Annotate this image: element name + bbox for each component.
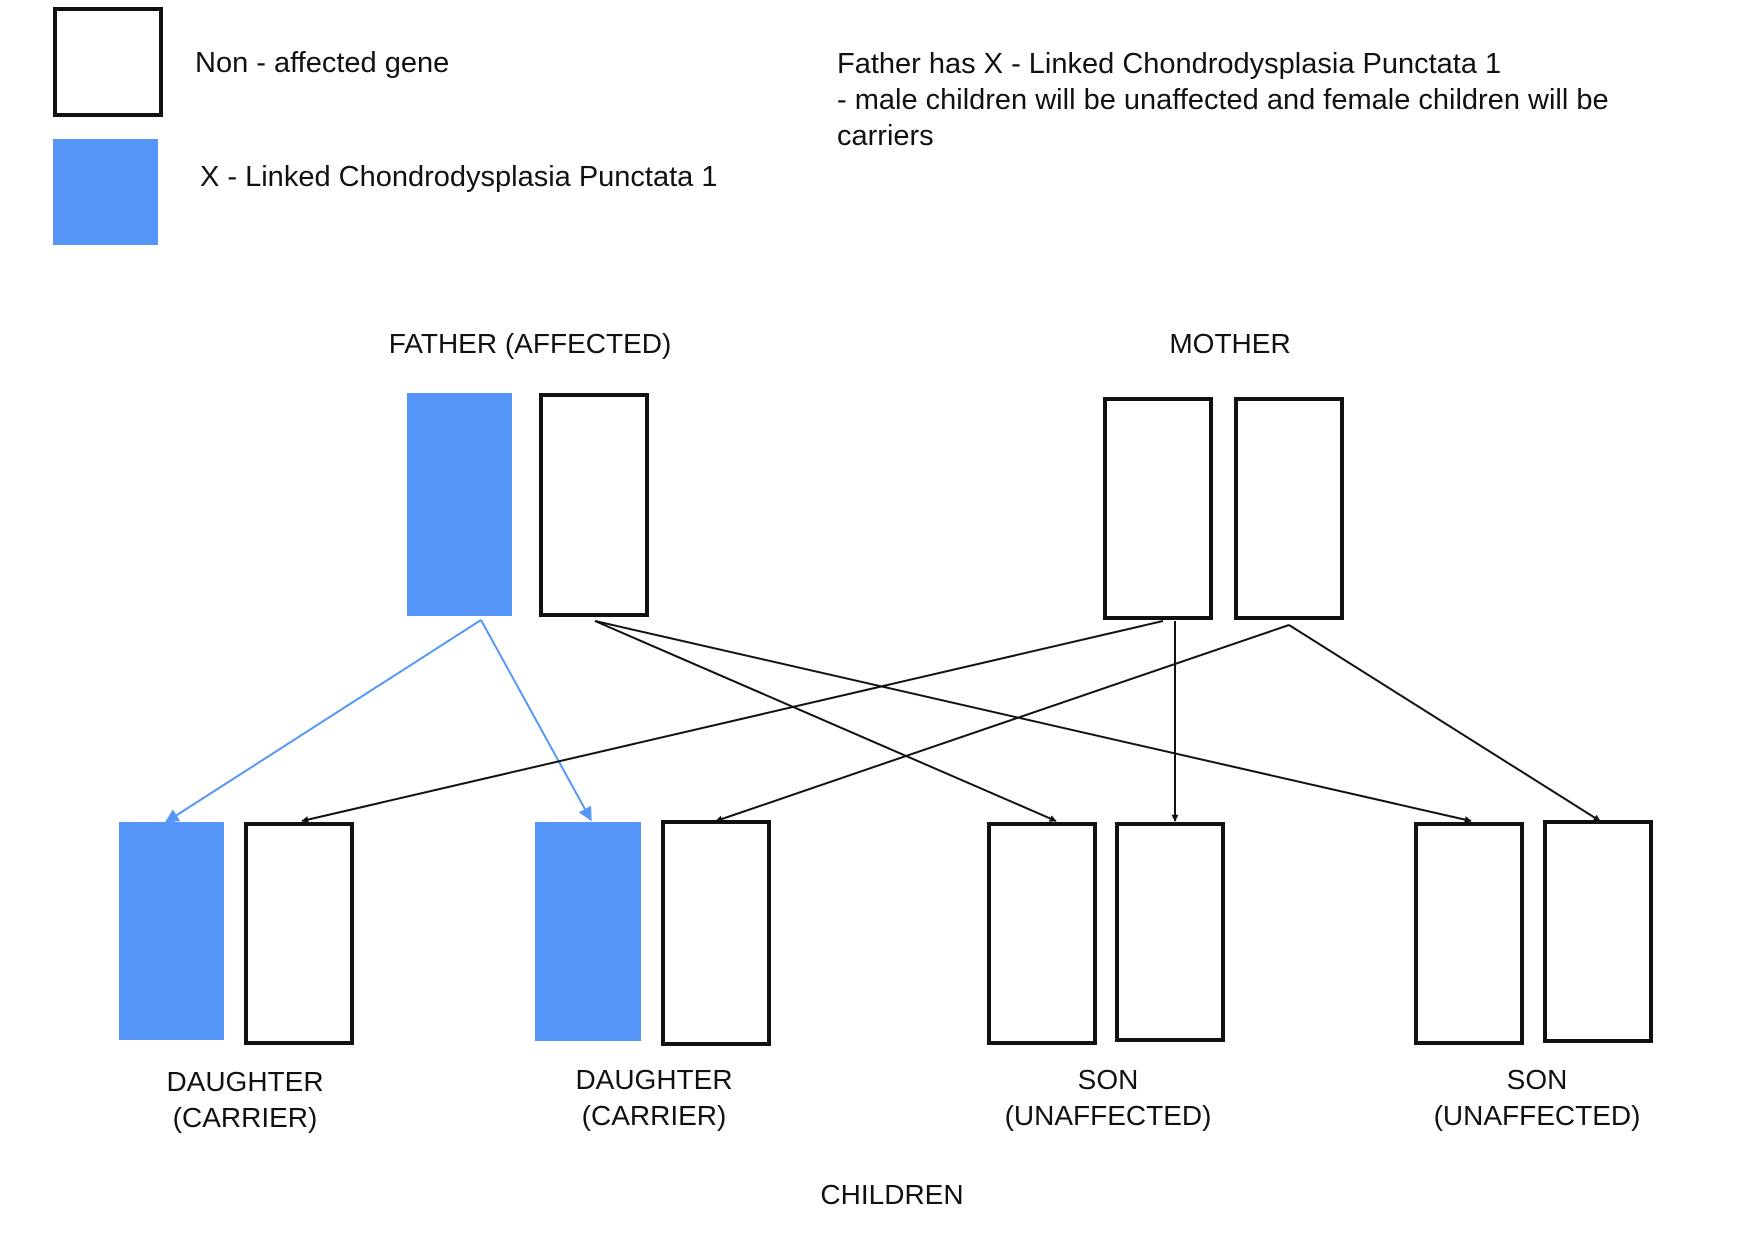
child-3-status: (UNAFFECTED) — [1004, 1100, 1212, 1131]
son-1-chromosome-1 — [987, 822, 1097, 1045]
arrow-father-y-to-son-2 — [594, 620, 1472, 824]
mother-x-chromosome-1 — [1103, 397, 1213, 620]
legend-normal-swatch — [53, 7, 163, 117]
daughter-1-chromosome-affected — [119, 822, 224, 1040]
arrow-mother-2-to-daughter-2 — [715, 624, 1290, 823]
son-1-chromosome-2 — [1115, 822, 1225, 1042]
daughter-2-chromosome-normal — [661, 820, 771, 1046]
arrow-mother-2-to-son-2 — [1288, 624, 1601, 822]
child-3-role: SON — [1077, 1064, 1139, 1095]
child-4-role: SON — [1506, 1064, 1568, 1095]
child-2-label: DAUGHTER (CARRIER) — [575, 1062, 732, 1134]
daughter-2-chromosome-affected — [535, 822, 641, 1041]
arrow-father-y-to-son-1 — [594, 620, 1057, 822]
mother-label: MOTHER — [1169, 328, 1291, 359]
child-1-status: (CARRIER) — [172, 1102, 318, 1133]
father-x-chromosome-affected — [407, 393, 512, 616]
daughter-1-chromosome-normal — [244, 822, 354, 1045]
child-2-role: DAUGHTER — [575, 1064, 733, 1095]
child-4-status: (UNAFFECTED) — [1433, 1100, 1641, 1131]
note-line-3: carriers — [837, 120, 934, 152]
child-3-label: SON (UNAFFECTED) — [1005, 1062, 1212, 1134]
legend-normal-label: Non - affected gene — [195, 47, 450, 79]
child-1-label: DAUGHTER (CARRIER) — [166, 1064, 323, 1136]
children-group-label: CHILDREN — [820, 1179, 964, 1210]
note-line-2: - male children will be unaffected and f… — [837, 84, 1609, 116]
father-y-chromosome — [539, 393, 649, 617]
arrow-father-x-to-daughter-2 — [480, 619, 592, 822]
legend-affected-swatch — [53, 139, 158, 245]
son-2-chromosome-2 — [1543, 820, 1653, 1043]
child-2-status: (CARRIER) — [581, 1100, 727, 1131]
father-label: FATHER (AFFECTED) — [388, 328, 672, 359]
child-1-role: DAUGHTER — [166, 1066, 324, 1097]
mother-x-chromosome-2 — [1234, 397, 1344, 620]
child-4-label: SON (UNAFFECTED) — [1434, 1062, 1641, 1134]
arrow-father-x-to-daughter-1 — [164, 619, 482, 823]
legend-affected-label: X - Linked Chondrodysplasia Punctata 1 — [200, 161, 718, 193]
note-line-1: Father has X - Linked Chondrodysplasia P… — [837, 48, 1502, 80]
son-2-chromosome-1 — [1414, 822, 1524, 1045]
arrow-mother-1-to-daughter-1 — [301, 620, 1164, 823]
